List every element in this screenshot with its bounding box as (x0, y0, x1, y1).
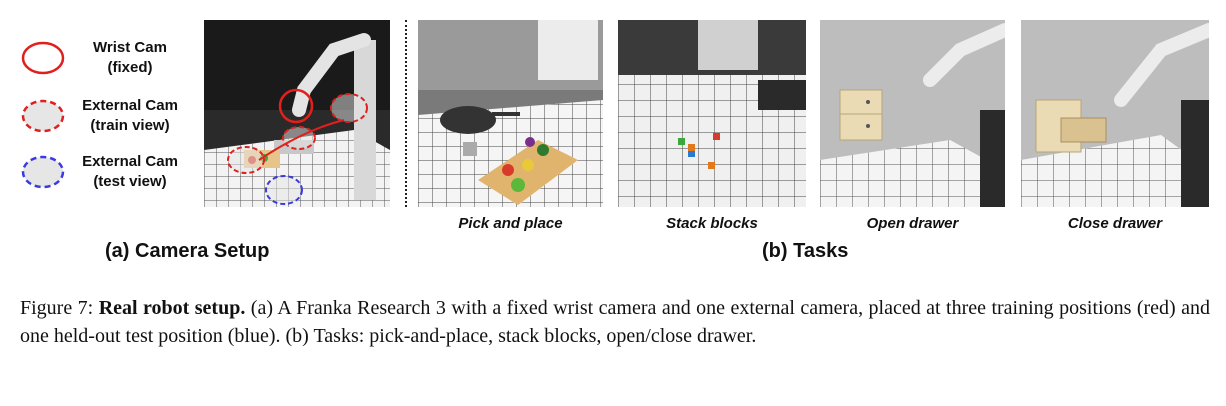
legend-external-test-label: External Cam (test view) (82, 153, 178, 190)
task-label-pick-and-place: Pick and place (458, 215, 563, 232)
legend-external-test: External Cam (test view) (20, 152, 194, 192)
task-photo-open-drawer (820, 20, 1005, 207)
task-label-open-drawer: Open drawer (866, 215, 959, 232)
external-test-marker-icon (21, 155, 65, 189)
caption-text: (a) A Franka Research 3 with a fixed wri… (20, 297, 1210, 347)
task-label-close-drawer: Close drawer (1067, 215, 1163, 232)
task-label-stack-blocks: Stack blocks (666, 215, 758, 232)
divider (405, 20, 407, 207)
legend-external-train: External Cam (train view) (20, 96, 194, 136)
task-photo-pick-and-place (418, 20, 603, 207)
caption-prefix: Figure 7: (20, 297, 99, 319)
task-photo-stack-blocks (618, 20, 806, 207)
subcaption-camera-setup: (a) Camera Setup (105, 240, 270, 262)
legend-wrist-cam-label: Wrist Cam (fixed) (93, 39, 167, 76)
wrist-cam-marker-icon (21, 41, 65, 75)
figure-caption: Figure 7: Real robot setup. (a) A Franka… (20, 294, 1210, 350)
legend-external-train-label: External Cam (train view) (82, 97, 178, 134)
subcaption-tasks: (b) Tasks (762, 240, 849, 262)
legend-wrist-cam: Wrist Cam (fixed) (20, 38, 194, 78)
caption-bold: Real robot setup. (98, 297, 246, 319)
camera-setup-photo (204, 20, 390, 207)
external-train-marker-icon (21, 99, 65, 133)
task-photo-close-drawer (1021, 20, 1209, 207)
